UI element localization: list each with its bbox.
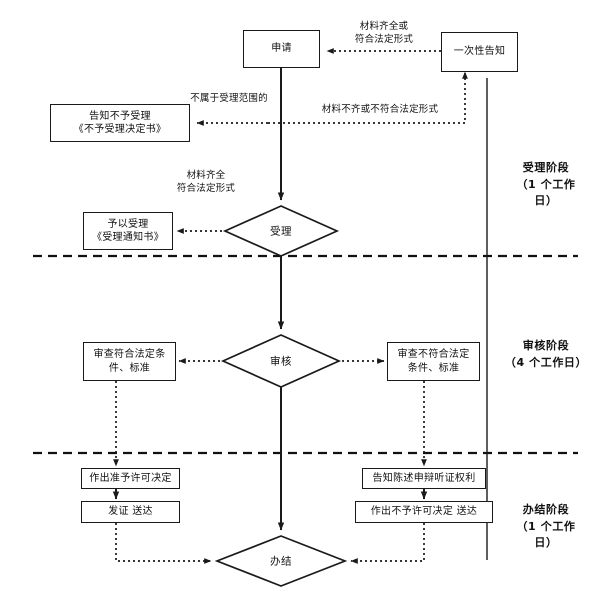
node-apply-label: 申请 bbox=[271, 43, 292, 55]
node-decide-permit[interactable]: 作出准予许可决定 bbox=[81, 468, 180, 489]
node-notify-not-accept-line1: 告知不予受理 bbox=[89, 110, 151, 122]
node-grant-accept[interactable]: 予以受理 《受理通知书》 bbox=[83, 212, 173, 250]
edge-apply-to-one-time-notice bbox=[268, 71, 468, 124]
complete-diamond bbox=[214, 535, 348, 587]
stage-label-review-line2: （4 个工作日） bbox=[504, 355, 588, 369]
stage-label-accept-line3: 日） bbox=[534, 194, 558, 207]
stage-label-complete: 办结阶段 （1 个工作 日） bbox=[516, 502, 575, 552]
node-notify-rights-label: 告知陈述申辩听证权利 bbox=[372, 472, 476, 484]
node-notify-not-accept-line2: 《不予受理决定书》 bbox=[73, 124, 167, 135]
node-one-time-notice-label: 一次性告知 bbox=[453, 46, 506, 58]
edge-label-not-in-scope-line1: 不属于受理范围的 bbox=[190, 93, 268, 104]
stage-label-accept: 受理阶段 （1 个工作 日） bbox=[516, 160, 575, 210]
node-review-pass-line1: 审查符合法定条 bbox=[93, 349, 166, 360]
stage-label-accept-line2: （1 个工作 bbox=[516, 177, 576, 191]
node-review-fail-line2: 条件、标准 bbox=[407, 362, 460, 374]
node-notify-rights[interactable]: 告知陈述申辩听证权利 bbox=[362, 468, 486, 489]
edge-label-materials-complete-line2: 符合法定形式 bbox=[176, 182, 236, 194]
stage-label-accept-line1: 受理阶段 bbox=[522, 161, 570, 174]
edge-label-not-in-scope: 不属于受理范围的 bbox=[190, 93, 268, 106]
stage-label-complete-line1: 办结阶段 bbox=[522, 503, 570, 516]
node-decide-deny-label: 作出不予许可决定 送达 bbox=[370, 506, 478, 518]
edge-label-materials-complete-or-legal: 材料齐全或 符合法定形式 bbox=[355, 21, 413, 47]
edge-label-materials-complete-or-legal-line1: 材料齐全或 bbox=[359, 21, 409, 32]
node-review-fail[interactable]: 审查不符合法定 条件、标准 bbox=[387, 342, 480, 381]
edge-label-materials-incomplete-line1: 材料不齐或不符合法定形式 bbox=[321, 104, 439, 115]
node-grant-accept-line1: 予以受理 bbox=[107, 218, 149, 230]
node-review-label: 审核 bbox=[270, 355, 292, 368]
edge-label-materials-complete-or-legal-line2: 符合法定形式 bbox=[354, 33, 414, 45]
node-one-time-notice[interactable]: 一次性告知 bbox=[441, 32, 518, 72]
stage-label-review: 审核阶段 （4 个工作日） bbox=[505, 338, 587, 371]
edge-issue-to-complete bbox=[115, 523, 212, 564]
stage-label-complete-line2: （1 个工作 bbox=[516, 519, 576, 533]
node-review-fail-line1: 审查不符合法定 bbox=[397, 349, 470, 360]
node-review-pass[interactable]: 审查符合法定条 件、标准 bbox=[83, 342, 176, 381]
node-issue-deliver[interactable]: 发证 送达 bbox=[81, 501, 180, 523]
edge-label-materials-complete-line1: 材料齐全 bbox=[186, 170, 226, 181]
node-decide-permit-label: 作出准予许可决定 bbox=[89, 472, 172, 484]
edge-deny-to-complete bbox=[350, 523, 425, 564]
node-issue-deliver-label: 发证 送达 bbox=[108, 506, 153, 518]
edge-label-materials-complete: 材料齐全 符合法定形式 bbox=[177, 170, 235, 196]
edge-label-materials-incomplete: 材料不齐或不符合法定形式 bbox=[322, 104, 438, 117]
node-accept-label: 受理 bbox=[270, 225, 292, 238]
node-notify-not-accept[interactable]: 告知不予受理 《不予受理决定书》 bbox=[50, 104, 190, 142]
node-grant-accept-line2: 《受理通知书》 bbox=[91, 232, 165, 243]
stage-label-review-line1: 审核阶段 bbox=[522, 339, 570, 352]
stage-label-complete-line3: 日） bbox=[534, 536, 558, 549]
node-decide-deny[interactable]: 作出不予许可决定 送达 bbox=[355, 501, 493, 523]
node-review-pass-line2: 件、标准 bbox=[108, 362, 151, 374]
node-apply[interactable]: 申请 bbox=[243, 30, 320, 68]
node-complete-label: 办结 bbox=[270, 555, 292, 568]
